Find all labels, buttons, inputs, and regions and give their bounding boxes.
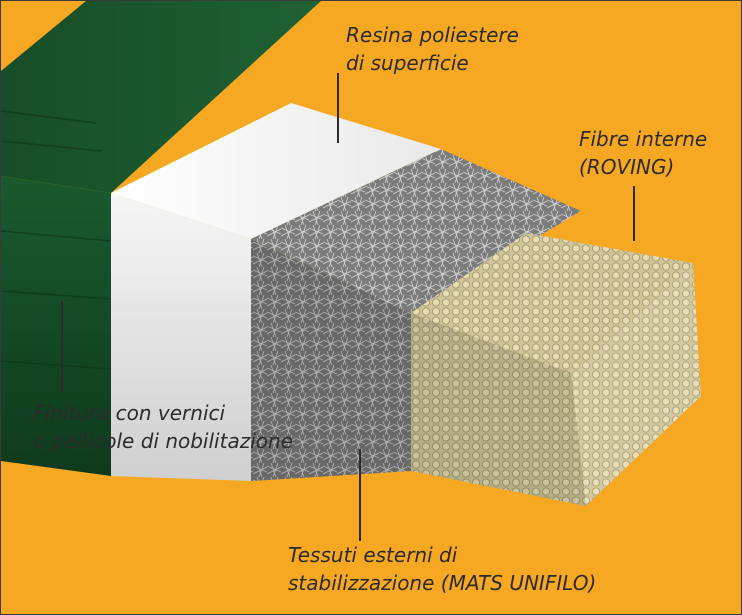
mat-layer — [251, 149, 581, 481]
leader-line-roving — [633, 186, 635, 241]
label-finish-line1: Finitura con vernici — [33, 401, 226, 425]
leader-line-finish — [61, 301, 63, 393]
green-finish-layer — [1, 1, 321, 476]
label-resin: Resina poliestere di superficie — [346, 21, 519, 77]
label-finish: Finitura con vernici o pellicole di nobi… — [33, 399, 293, 455]
label-finish-line2: o pellicole di nobilitazione — [33, 429, 293, 453]
label-resin-line1: Resina poliestere — [346, 23, 519, 47]
label-mats-line1: Tessuti esterni di — [288, 543, 458, 567]
label-roving-line2: (ROVING) — [579, 155, 675, 179]
label-roving-line1: Fibre interne — [579, 127, 708, 151]
label-roving: Fibre interne (ROVING) — [579, 125, 707, 181]
leader-line-mats — [359, 449, 361, 541]
label-resin-line2: di superficie — [346, 51, 469, 75]
roving-fibres — [411, 233, 701, 506]
white-resin-layer — [111, 103, 441, 481]
label-mats: Tessuti esterni di stabilizzazione (MATS… — [288, 541, 596, 597]
leader-line-resin — [337, 73, 339, 143]
label-mats-line2: stabilizzazione (MATS UNIFILO) — [288, 571, 597, 595]
